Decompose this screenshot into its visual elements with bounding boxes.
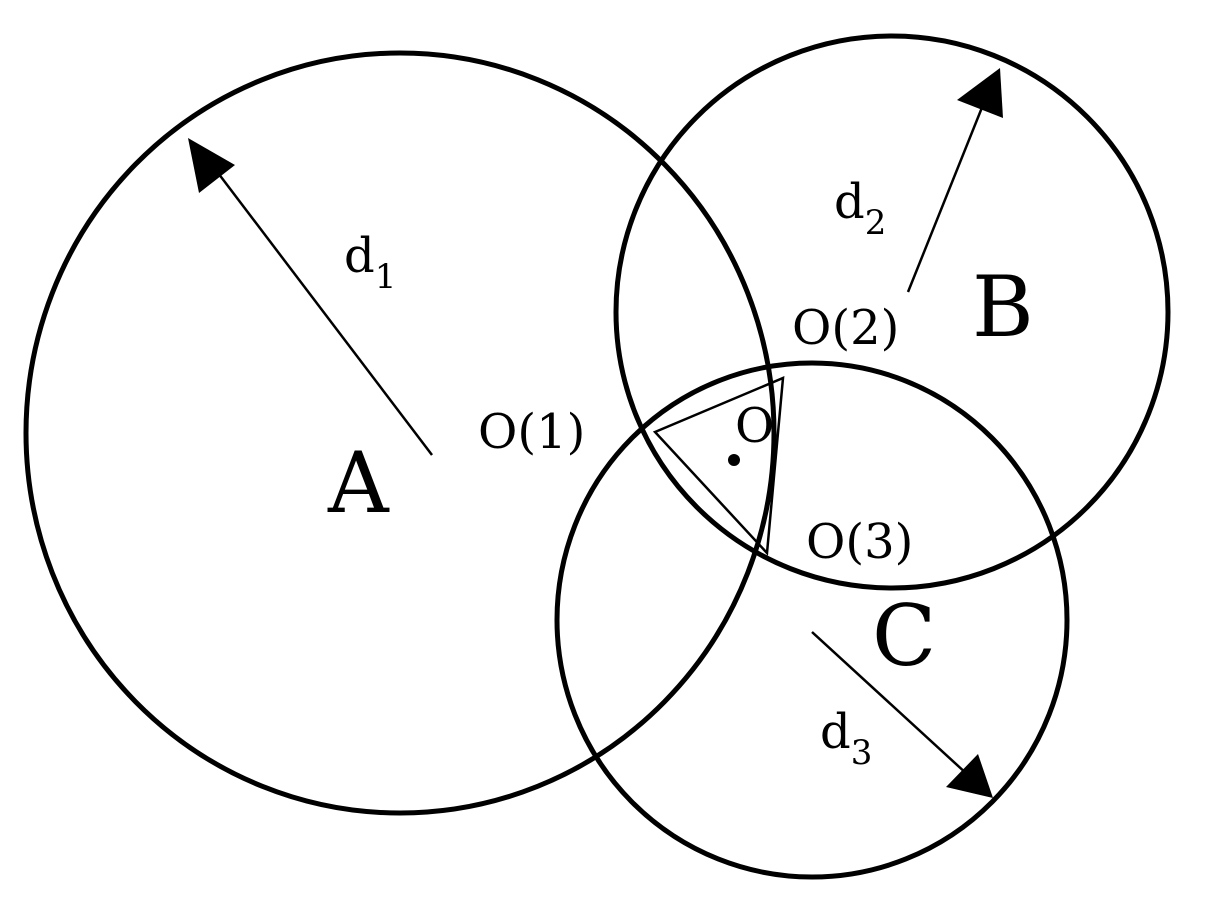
label-d2-sub: 2	[865, 203, 887, 243]
label-o: O	[735, 398, 774, 454]
circle-c	[554, 360, 1070, 880]
label-b: B	[972, 258, 1034, 356]
label-o3: O(3)	[806, 514, 913, 570]
label-o2: O(2)	[792, 300, 899, 356]
radius-arrow-d3	[811, 631, 993, 798]
label-d1-base: d	[344, 228, 375, 284]
label-d2: d2	[834, 174, 886, 243]
label-a: A	[327, 434, 390, 532]
label-o1: O(1)	[478, 404, 585, 460]
label-d1-sub: 1	[375, 257, 397, 297]
label-c: C	[872, 587, 936, 685]
label-d2-base: d	[834, 174, 865, 230]
radius-arrow-d2	[906, 68, 1003, 293]
label-d3: d3	[820, 704, 872, 773]
center-point-o	[728, 454, 740, 466]
label-d1: d1	[344, 228, 396, 297]
circle-b	[613, 33, 1171, 591]
circle-a	[23, 50, 777, 816]
label-d3-sub: 3	[851, 733, 873, 773]
radius-arrow-d1	[188, 138, 433, 456]
intersection-triangle	[652, 376, 785, 556]
label-d3-base: d	[820, 704, 851, 760]
